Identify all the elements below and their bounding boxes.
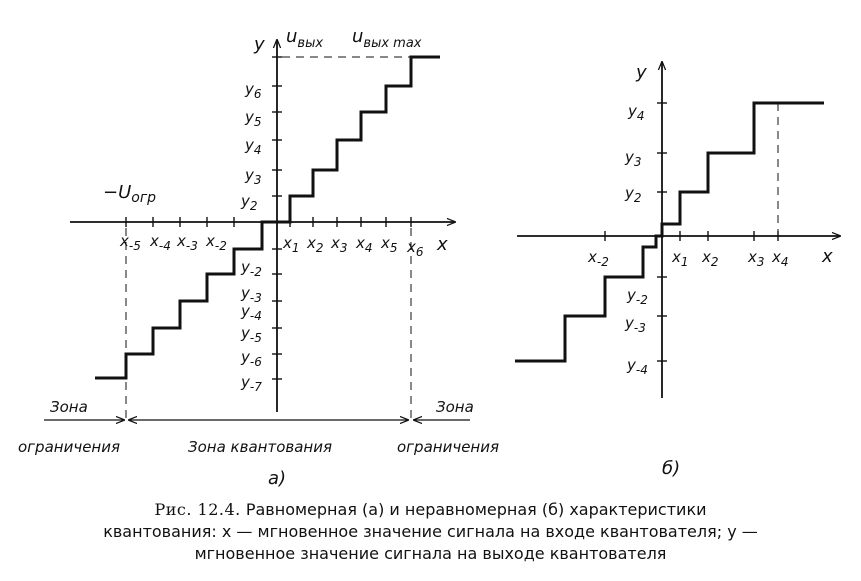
a-x-tick-label: x3 [330, 234, 348, 255]
b-x-axis-label: x [821, 246, 833, 267]
a-zone-left-line2: ограничения [18, 438, 120, 456]
a-y-tick-label: y3 [244, 166, 262, 187]
b-x-tick-label: x3 [747, 248, 765, 269]
caption-line-2: квантования: x — мгновенное значение сиг… [103, 522, 758, 541]
a-x-axis-label: x [436, 234, 448, 255]
b-y-tick-label: y4 [627, 102, 645, 123]
a-zone-right-line2: ограничения [397, 438, 499, 456]
caption-line-1: Рис. 12.4. Равномерная (а) и неравномерн… [0, 499, 861, 521]
b-y-tick-label: y3 [624, 148, 642, 169]
a-zone-right-line1: Зона [436, 398, 474, 416]
b-sublabel: б) [662, 458, 680, 479]
diagram-b: y x x-2 x1 x2 x3 x4 y4 y3 y2 y-2 y-3 y-4 б) [515, 62, 840, 479]
a-dashed-guides [125, 56, 412, 420]
a-y-tick-label: y2 [240, 192, 258, 213]
b-x-tick-label: x1 [671, 248, 689, 269]
b-tick-labels: x-2 x1 x2 x3 x4 y4 y3 y2 y-2 y-3 y-4 [587, 102, 789, 377]
a-y-axis-label: y [253, 34, 265, 55]
a-x-tick-label: x-2 [205, 232, 227, 253]
a-uvyxmax-label: uвых max [352, 26, 422, 51]
b-y-tick-label: y-3 [624, 314, 646, 335]
a-x-tick-label: x5 [380, 234, 398, 255]
caption-line-3: мгновенное значение сигнала на выходе кв… [194, 544, 667, 563]
a-x-tick-label: x-3 [176, 232, 198, 253]
a-zone-left-line1: Зона [50, 398, 88, 416]
a-x-tick-label: x2 [306, 234, 324, 255]
a-staircase [95, 55, 440, 380]
b-y-axis-label: y [635, 62, 647, 83]
b-staircase [515, 101, 824, 363]
a-x-tick-label: x1 [282, 234, 300, 255]
a-y-tick-label: y5 [244, 108, 262, 129]
b-x-tick-label: x4 [771, 248, 789, 269]
a-x-tick-label: x4 [355, 234, 373, 255]
caption-text-1: Равномерная (а) и неравномерная (б) хара… [245, 500, 707, 519]
a-uogr-label: −Uогр [103, 182, 156, 206]
a-y-ticks [272, 56, 282, 380]
a-y-tick-label: y-7 [240, 373, 262, 394]
b-y-tick-label: y2 [624, 184, 642, 205]
b-y-tick-label: y-4 [626, 356, 648, 377]
a-y-tick-label: y4 [244, 136, 262, 157]
a-zone-mid: Зона квантования [188, 438, 332, 456]
a-y-tick-label: y6 [244, 80, 262, 101]
a-x-tick-label: x6 [406, 238, 424, 259]
a-y-tick-label: y-4 [240, 302, 262, 323]
a-x-ticks [125, 217, 412, 227]
a-y-tick-label: y-6 [240, 348, 262, 369]
b-x-tick-label: x2 [701, 248, 719, 269]
a-y-tick-label: y-3 [240, 284, 262, 305]
a-x-tick-label: x-5 [119, 232, 141, 253]
b-x-tick-label: x-2 [587, 248, 609, 269]
figure-caption: Рис. 12.4. Равномерная (а) и неравномерн… [0, 499, 861, 565]
a-uvyx-label: uвых [286, 26, 323, 51]
caption-number: Рис. 12.4. [154, 500, 241, 519]
a-y-tick-label: y-2 [240, 258, 262, 279]
a-y-tick-label: y-5 [240, 324, 262, 345]
a-x-tick-label: x-4 [149, 232, 171, 253]
a-sublabel: а) [268, 468, 286, 489]
b-y-tick-label: y-2 [626, 286, 648, 307]
b-y-ticks [657, 102, 667, 362]
